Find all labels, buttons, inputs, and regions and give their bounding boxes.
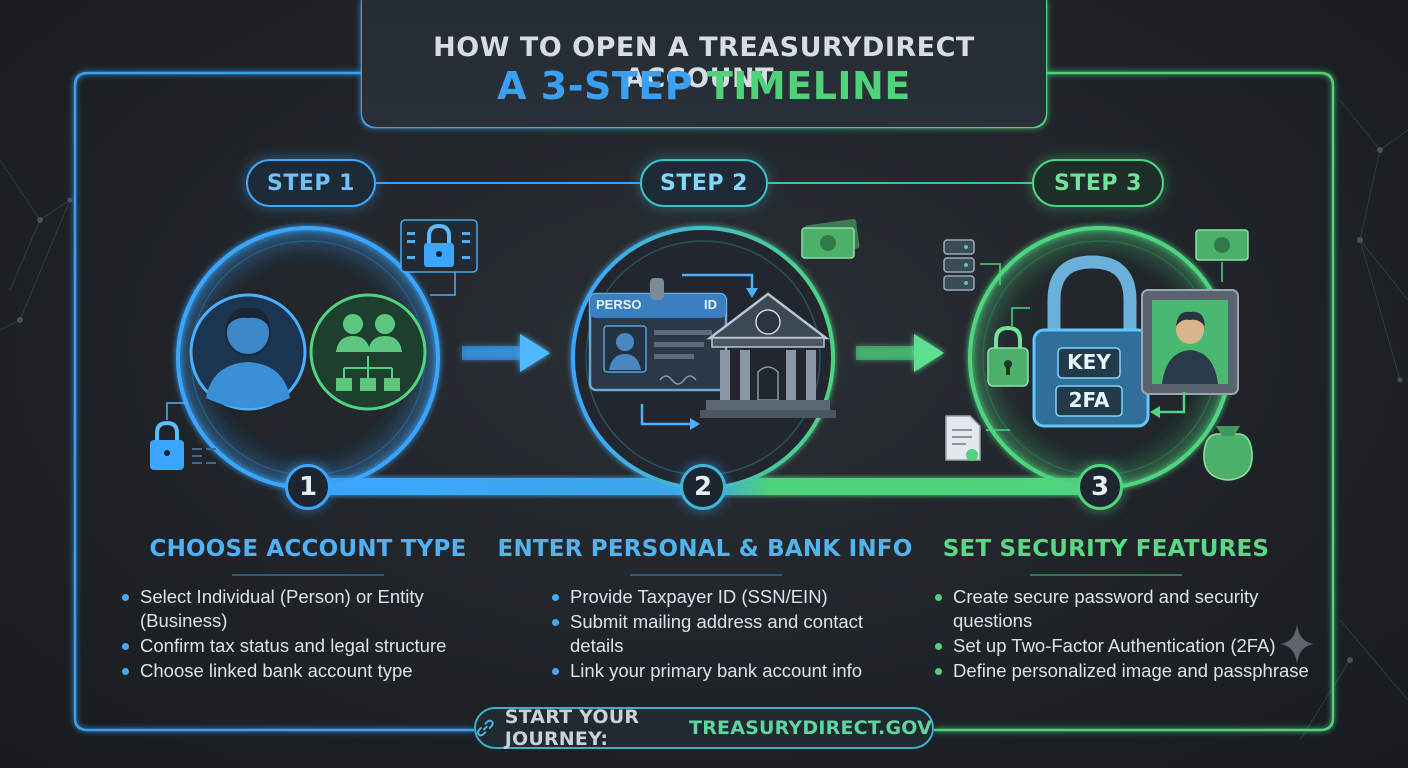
network-nodes xyxy=(17,147,1403,663)
frame-left xyxy=(73,71,474,732)
step2-bullets: Provide Taxpayer ID (SSN/EIN) Submit mai… xyxy=(550,585,890,684)
banknote-icon xyxy=(801,218,860,259)
id-card-label-right: ID xyxy=(704,297,717,312)
group-icon xyxy=(309,293,427,411)
title-line2-part2: TIMELINE xyxy=(706,64,911,108)
step3-heading: SET SECURITY FEATURES xyxy=(942,536,1270,562)
network-lines xyxy=(0,99,1408,741)
list-item: Confirm tax status and legal structure xyxy=(120,634,490,658)
list-item: Provide Taxpayer ID (SSN/EIN) xyxy=(550,585,890,609)
footer-link[interactable]: TREASURYDIRECT.GOV xyxy=(689,717,932,739)
step3-bullets: Create secure password and security ques… xyxy=(933,585,1328,684)
title-line2: A 3-STEP TIMELINE xyxy=(362,64,1046,108)
step2-pill: STEP 2 xyxy=(640,159,768,207)
list-item: Select Individual (Person) or Entity (Bu… xyxy=(120,585,490,633)
person-icon xyxy=(189,293,307,411)
padlock-icon xyxy=(1032,255,1150,428)
step2-heading-underline xyxy=(630,574,782,576)
list-item: Set up Two-Factor Authentication (2FA) xyxy=(933,634,1328,658)
list-item: Submit mailing address and contact detai… xyxy=(550,610,890,658)
step2-heading: ENTER PERSONAL & BANK INFO xyxy=(497,536,913,562)
id-card-label-left: PERSO xyxy=(596,297,642,312)
step1-heading: CHOOSE ACCOUNT TYPE xyxy=(149,536,467,562)
sparkle-icon xyxy=(1280,624,1314,664)
step3-heading-underline xyxy=(1030,574,1182,576)
arrow-1-to-2 xyxy=(462,334,550,372)
step1-heading-underline xyxy=(232,574,384,576)
document-icon xyxy=(945,415,1010,461)
title-line2-part1: A 3-STEP xyxy=(497,64,694,108)
link-icon xyxy=(477,719,494,737)
step3-number-badge: 3 xyxy=(1077,464,1123,510)
padlock-icon xyxy=(150,402,216,470)
person-icon xyxy=(1141,289,1239,395)
id-card-icon xyxy=(588,278,728,392)
footer-label: START YOUR JOURNEY: xyxy=(504,706,640,750)
banknote-icon xyxy=(1195,229,1249,282)
step2-number-badge: 2 xyxy=(680,464,726,510)
title-line1: HOW TO OPEN A TREASURYDIRECT ACCOUNT: xyxy=(433,32,975,94)
padlock-icon xyxy=(987,307,1030,387)
arrow-2-to-3 xyxy=(856,334,944,372)
title-box: HOW TO OPEN A TREASURYDIRECT ACCOUNT: A … xyxy=(362,0,1046,127)
frame-right xyxy=(934,71,1335,732)
step1-pill: STEP 1 xyxy=(246,159,376,207)
key-label: KEY xyxy=(1067,350,1111,374)
server-icon xyxy=(943,239,1001,291)
money-bag-icon xyxy=(1203,426,1253,481)
step1-bullets: Select Individual (Person) or Entity (Bu… xyxy=(120,585,490,684)
twofa-label: 2FA xyxy=(1068,388,1110,412)
list-item: Link your primary bank account info xyxy=(550,659,890,683)
footer-cta[interactable]: START YOUR JOURNEY: TREASURYDIRECT.GOV xyxy=(474,706,934,750)
padlock-icon xyxy=(400,219,478,296)
list-item: Create secure password and security ques… xyxy=(933,585,1328,633)
bank-icon xyxy=(700,292,836,418)
step1-number-badge: 1 xyxy=(285,464,331,510)
list-item: Define personalized image and passphrase xyxy=(933,659,1328,683)
list-item: Choose linked bank account type xyxy=(120,659,490,683)
step3-pill: STEP 3 xyxy=(1032,159,1164,207)
